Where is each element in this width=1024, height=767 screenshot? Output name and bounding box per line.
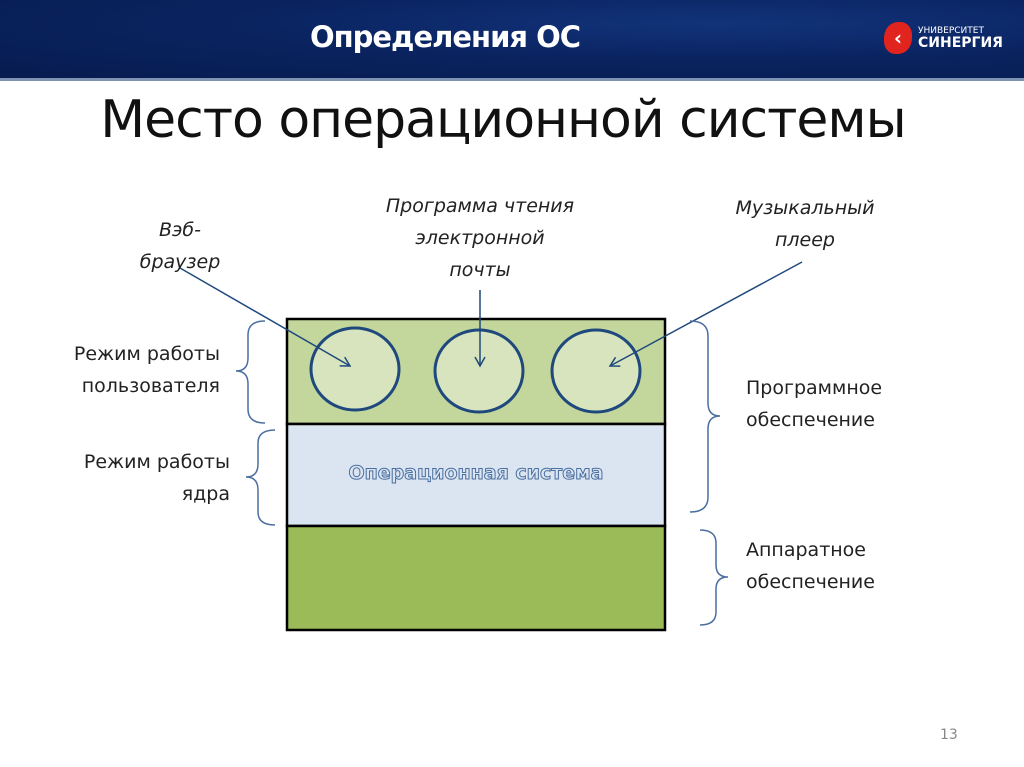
label-software: Программное обеспечение: [746, 377, 883, 431]
label-kernel-mode: Режим работы ядра: [83, 451, 230, 505]
slide-title: Место операционной системы: [100, 90, 906, 150]
brace-hardware: [699, 529, 729, 626]
label-music-player: Музыкальный плеер: [735, 197, 875, 251]
page-number: 13: [940, 727, 958, 743]
app-circle-mail: [433, 328, 525, 414]
arrow-player: [608, 261, 803, 367]
brace-user-mode: [235, 320, 266, 424]
app-circle-browser: [309, 326, 401, 412]
label-user-mode: Режим работы пользователя: [73, 343, 220, 397]
brace-kernel-mode: [245, 429, 276, 526]
label-web-browser: Вэб- браузер: [139, 219, 221, 273]
arrow-browser: [179, 267, 352, 367]
logo-chevron-icon: ‹: [884, 22, 912, 54]
label-hardware: Аппаратное обеспечение: [746, 539, 875, 593]
header-title: Определения ОС: [309, 20, 581, 54]
brace-software: [689, 320, 721, 513]
app-circle-player: [550, 328, 642, 414]
label-operating-system: Операционная система: [348, 462, 604, 485]
label-mail-client: Программа чтения электронной почты: [385, 195, 575, 281]
os-layer: [285, 422, 667, 528]
hardware-layer: [285, 524, 667, 632]
